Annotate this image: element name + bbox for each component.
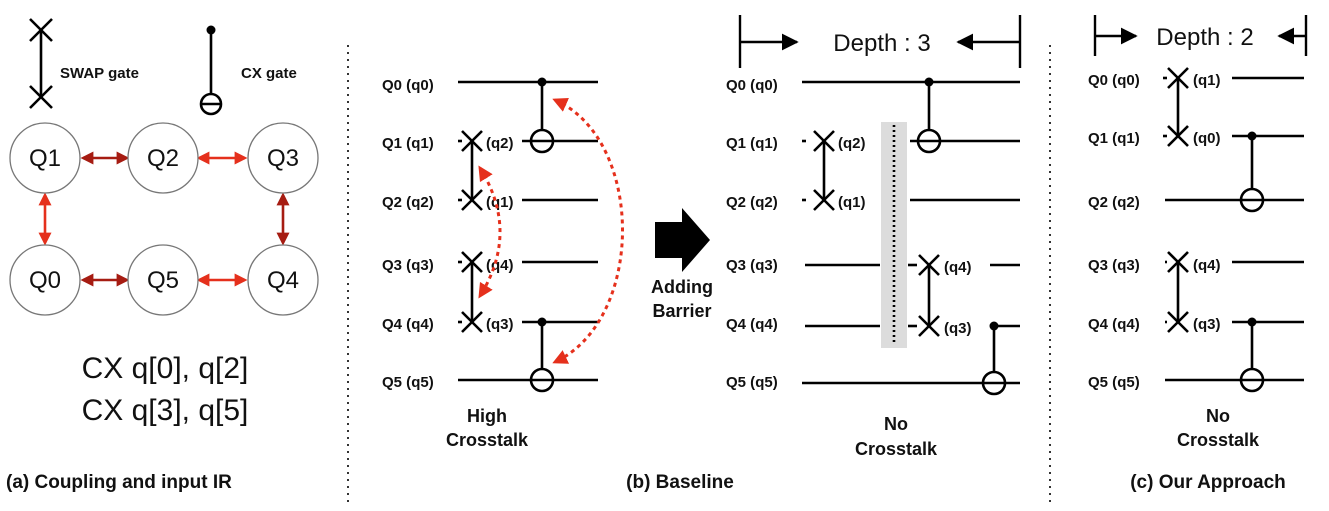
svg-text:Q2 (q2): Q2 (q2) xyxy=(1088,194,1140,211)
cx-legend-label: CX gate xyxy=(241,65,297,82)
svg-text:Q4 (q4): Q4 (q4) xyxy=(726,316,778,333)
svg-text:Q1 (q1): Q1 (q1) xyxy=(1088,130,1140,147)
wire-labels: Q0 (q0) Q1 (q1) Q2 (q2) Q3 (q3) Q4 (q4) … xyxy=(382,77,434,391)
swap-label: (q4) xyxy=(944,259,972,276)
right-arrow-icon xyxy=(655,208,710,272)
svg-text:Q2 (q2): Q2 (q2) xyxy=(726,194,778,211)
svg-text:Q1 (q1): Q1 (q1) xyxy=(382,135,434,152)
qubit-wires xyxy=(458,80,598,382)
depth-indicator: Depth : 2 xyxy=(1093,15,1308,56)
swap-label: (q4) xyxy=(1193,257,1221,274)
qubit-wires xyxy=(802,80,1020,385)
swap-gate-q1-q2 xyxy=(461,130,483,211)
cx-legend-symbol xyxy=(199,25,223,116)
depth-label: Depth : 3 xyxy=(833,30,930,57)
svg-text:Q0: Q0 xyxy=(29,267,61,294)
swap-gate-q3-q4 xyxy=(461,251,483,333)
swap-gate-q0-q1 xyxy=(1167,67,1189,147)
note-line: Crosstalk xyxy=(446,430,529,450)
svg-text:Q1 (q1): Q1 (q1) xyxy=(726,135,778,152)
svg-text:Q1: Q1 xyxy=(29,145,61,172)
svg-text:Q3 (q3): Q3 (q3) xyxy=(726,257,778,274)
panel-c-circuit: Depth : 2 Q0 (q0) Q1 (q1) Q2 (q2) Q3 (q3… xyxy=(1088,15,1308,450)
note-line: No xyxy=(884,414,908,434)
swap-gate-q3-q4 xyxy=(1167,251,1189,333)
panel-a: SWAP gate CX gate Q1 Q2 xyxy=(6,18,319,493)
svg-text:Q3 (q3): Q3 (q3) xyxy=(382,257,434,274)
svg-text:Q5 (q5): Q5 (q5) xyxy=(1088,374,1140,391)
caption-b: (b) Baseline xyxy=(626,472,734,493)
svg-text:Q0 (q0): Q0 (q0) xyxy=(382,77,434,94)
swap-label: (q2) xyxy=(838,135,866,152)
qubit-wires xyxy=(1163,76,1304,382)
depth-indicator: Depth : 3 xyxy=(738,15,1022,68)
swap-gate-q1-q2 xyxy=(813,130,835,211)
cx-gate-q4-q5 xyxy=(529,317,555,393)
swap-label: (q1) xyxy=(1193,72,1221,89)
note-line: High xyxy=(467,406,507,426)
coupling-node-q4: Q4 xyxy=(247,244,319,316)
caption-c: (c) Our Approach xyxy=(1130,472,1286,493)
swap-label: (q1) xyxy=(486,194,514,211)
svg-text:Q2: Q2 xyxy=(147,145,179,172)
coupling-node-q3: Q3 xyxy=(247,122,319,194)
swap-legend-label: SWAP gate xyxy=(60,65,139,82)
cx-gate-q4-q5 xyxy=(981,321,1007,396)
svg-text:Q4 (q4): Q4 (q4) xyxy=(382,316,434,333)
swap-label: (q4) xyxy=(486,257,514,274)
swap-label: (q2) xyxy=(486,135,514,152)
cx-gate-q1-q2 xyxy=(1239,131,1265,213)
swap-label: (q3) xyxy=(944,320,972,337)
ir-line-1: CX q[0], q[2] xyxy=(82,352,249,385)
svg-text:Q4: Q4 xyxy=(267,267,299,294)
svg-text:Q2 (q2): Q2 (q2) xyxy=(382,194,434,211)
coupling-node-q1: Q1 xyxy=(9,122,81,194)
coupling-node-q0: Q0 xyxy=(9,244,81,316)
crosstalk-arrows xyxy=(478,98,624,364)
svg-text:Q3: Q3 xyxy=(267,145,299,172)
wire-labels: Q0 (q0) Q1 (q1) Q2 (q2) Q3 (q3) Q4 (q4) … xyxy=(1088,72,1140,391)
svg-text:Adding: Adding xyxy=(651,277,713,297)
note-line: No xyxy=(1206,406,1230,426)
coupling-node-q5: Q5 xyxy=(127,244,199,316)
svg-text:Q5: Q5 xyxy=(147,267,179,294)
note-line: Crosstalk xyxy=(855,439,938,459)
depth-label: Depth : 2 xyxy=(1156,24,1253,51)
svg-text:Q5 (q5): Q5 (q5) xyxy=(382,374,434,391)
swap-label: (q3) xyxy=(1193,316,1221,333)
wire-labels: Q0 (q0) Q1 (q1) Q2 (q2) Q3 (q3) Q4 (q4) … xyxy=(726,77,778,391)
coupling-node-q2: Q2 xyxy=(127,122,199,194)
swap-label: (q3) xyxy=(486,316,514,333)
swap-legend-symbol xyxy=(29,18,53,109)
panel-b2-circuit: Depth : 3 Q0 (q0) Q1 (q1) Q2 (q2) Q3 (q3… xyxy=(726,15,1022,459)
panel-b1-circuit: Q0 (q0) Q1 (q1) Q2 (q2) Q3 (q3) Q4 (q4) … xyxy=(382,77,624,450)
svg-text:Q5 (q5): Q5 (q5) xyxy=(726,374,778,391)
swap-label: (q0) xyxy=(1193,130,1221,147)
swap-gate-q3-q4 xyxy=(918,254,940,337)
svg-text:Q0 (q0): Q0 (q0) xyxy=(1088,72,1140,89)
coupling-edges xyxy=(38,151,290,287)
cx-gate-q0-q1 xyxy=(529,77,555,154)
svg-text:Q0 (q0): Q0 (q0) xyxy=(726,77,778,94)
swap-label: (q1) xyxy=(838,194,866,211)
caption-a: (a) Coupling and input IR xyxy=(6,472,232,493)
ir-line-2: CX q[3], q[5] xyxy=(82,394,249,427)
svg-text:Q4 (q4): Q4 (q4) xyxy=(1088,316,1140,333)
svg-text:Q3 (q3): Q3 (q3) xyxy=(1088,257,1140,274)
note-line: Crosstalk xyxy=(1177,430,1260,450)
adding-barrier-arrow: Adding Barrier xyxy=(651,208,713,321)
svg-text:Barrier: Barrier xyxy=(652,301,711,321)
cx-gate-q0-q1 xyxy=(916,77,942,154)
barrier xyxy=(881,122,907,348)
cx-gate-q4-q5 xyxy=(1239,317,1265,393)
